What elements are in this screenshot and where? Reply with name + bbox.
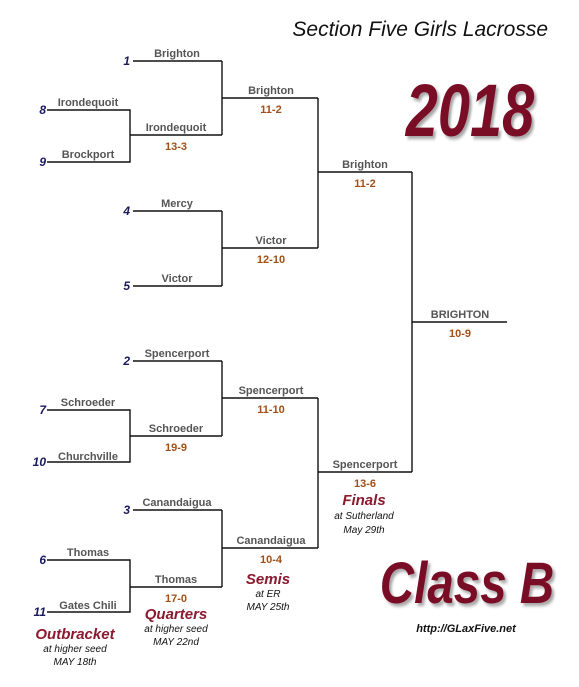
outbracket-games: Irondequoit Brockport Irondequoit 13-3 S… — [58, 97, 207, 612]
seed-numbers: 1 8 9 4 5 2 7 10 3 6 11 — [33, 54, 131, 619]
bracket-lines — [47, 60, 507, 613]
round-venue-finals: at Sutherland — [334, 511, 394, 522]
game-score: 17-0 — [165, 593, 187, 605]
winner-label: Brighton — [342, 159, 388, 171]
round-name-quarters: Quarters — [145, 606, 208, 623]
round-venue-outbracket: at higher seed — [43, 644, 107, 655]
round-name-outbracket: Outbracket — [35, 626, 115, 643]
winner-label: Brighton — [248, 85, 294, 97]
quarterfinal-results: Brighton 11-2 Victor 12-10 Spencerport 1… — [236, 85, 306, 566]
champion-score: 10-9 — [449, 328, 471, 340]
team-label: Churchville — [58, 451, 118, 463]
game-score: 13-3 — [165, 141, 187, 153]
seed-number: 1 — [123, 54, 130, 68]
team-label: Gates Chili — [59, 600, 116, 612]
outbracket-game-1-lines — [47, 109, 131, 163]
seed-number: 3 — [123, 503, 130, 517]
round-date-semis: MAY 25th — [247, 602, 290, 613]
seed-number: 11 — [34, 605, 47, 619]
year-label: 2018 — [404, 70, 534, 153]
seed-number: 10 — [33, 455, 47, 469]
seed-number: 4 — [122, 204, 130, 218]
seed-number: 5 — [123, 279, 130, 293]
semifinal-results: Brighton 11-2 Spencerport 13-6 — [333, 159, 398, 490]
team-label: Brockport — [62, 149, 115, 161]
game-score: 11-2 — [354, 178, 375, 190]
page-title: Section Five Girls Lacrosse — [292, 18, 548, 41]
winner-label: Thomas — [155, 574, 197, 586]
winner-label: Irondequoit — [146, 122, 207, 134]
winner-label: Spencerport — [333, 459, 398, 471]
quarterfinal-teams: Brighton Mercy Victor Spencerport Canand… — [142, 48, 212, 509]
game-score: 10-4 — [260, 554, 283, 566]
game-score: 11-10 — [257, 404, 285, 416]
team-label: Brighton — [154, 48, 200, 60]
winner-label: Canandaigua — [236, 535, 306, 547]
team-label: Thomas — [67, 547, 109, 559]
champion-label: BRIGHTON — [431, 309, 490, 321]
round-name-semis: Semis — [246, 571, 290, 588]
team-label: Spencerport — [145, 348, 210, 360]
game-score: 19-9 — [165, 442, 187, 454]
class-label: Class B — [380, 552, 554, 617]
seed-number: 7 — [39, 403, 47, 417]
team-label: Irondequoit — [58, 97, 119, 109]
round-name-finals: Finals — [342, 492, 385, 509]
seed-number: 9 — [39, 155, 46, 169]
winner-label: Spencerport — [239, 385, 304, 397]
seed-number: 2 — [122, 354, 130, 368]
game-score: 11-2 — [260, 104, 281, 116]
round-labels: Finals at Sutherland May 29th Semis at E… — [35, 492, 394, 668]
round-date-finals: May 29th — [343, 525, 385, 536]
round-date-quarters: MAY 22nd — [153, 637, 199, 648]
winner-label: Victor — [256, 235, 288, 247]
team-label: Canandaigua — [142, 497, 212, 509]
team-label: Victor — [162, 273, 194, 285]
seed-number: 6 — [39, 553, 46, 567]
team-label: Schroeder — [61, 397, 116, 409]
winner-label: Schroeder — [149, 423, 204, 435]
outbracket-game-3-lines — [47, 559, 131, 613]
game-score: 12-10 — [257, 254, 285, 266]
round-venue-semis: at ER — [255, 589, 280, 600]
site-url: http://GLaxFive.net — [416, 623, 517, 635]
round-venue-quarters: at higher seed — [144, 624, 208, 635]
team-label: Mercy — [161, 198, 194, 210]
game-score: 13-6 — [354, 478, 376, 490]
round-date-outbracket: MAY 18th — [54, 657, 97, 668]
seed-number: 8 — [39, 103, 46, 117]
